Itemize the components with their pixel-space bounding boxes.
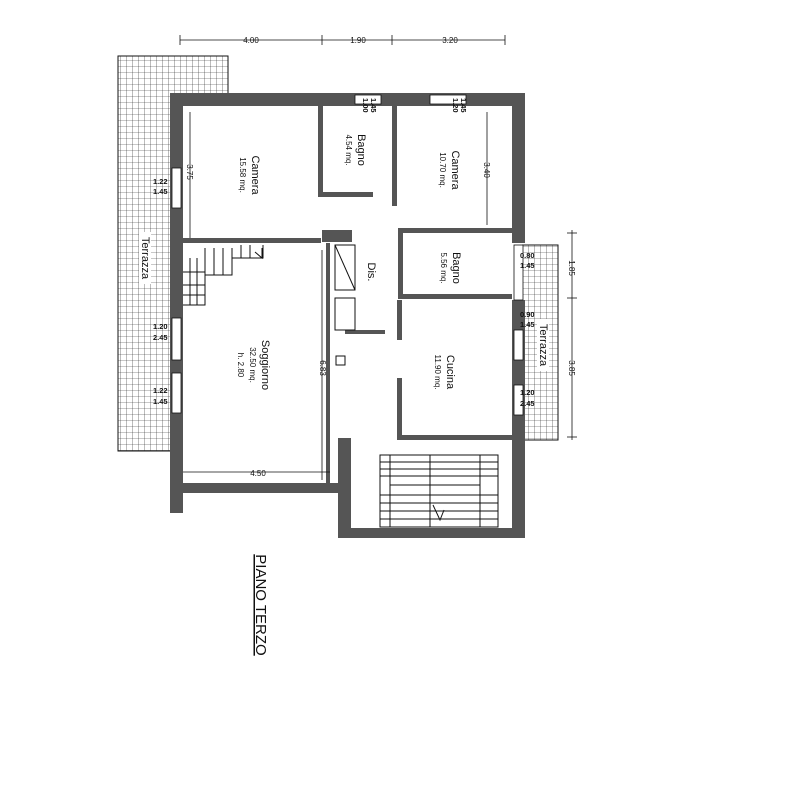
stairwell [379, 454, 499, 528]
svg-text:32.50 mq.: 32.50 mq. [248, 347, 257, 383]
svg-text:5.56 mq.: 5.56 mq. [439, 252, 448, 283]
svg-text:15.58 mq.: 15.58 mq. [238, 157, 247, 193]
internal-stair [183, 245, 264, 306]
dim-top-2: 1.90 [350, 36, 366, 45]
svg-text:1.45: 1.45 [520, 320, 535, 329]
window-labels: 1.00 1.45 1.20 1.45 1.22 1.45 1.20 2.45 … [153, 98, 535, 408]
svg-text:Terrazza: Terrazza [537, 324, 549, 367]
svg-text:Bagno: Bagno [450, 252, 462, 284]
svg-text:PIANO TERZO: PIANO TERZO [252, 554, 269, 655]
svg-text:Bagno: Bagno [355, 134, 367, 166]
svg-text:4.54 mq.: 4.54 mq. [344, 134, 353, 165]
dim-right-1: 1.85 [567, 260, 576, 276]
room-dis: Dis. [365, 263, 377, 282]
svg-text:Soggiorno: Soggiorno [259, 340, 271, 390]
terrace-right-label: Terrazza [537, 319, 549, 371]
plan-title: PIANO TERZO [252, 554, 269, 655]
svg-text:Terrazza: Terrazza [139, 237, 151, 280]
room-camera-2: Camera 10.70 mq. [438, 150, 461, 190]
svg-text:1.22: 1.22 [153, 386, 168, 395]
svg-text:1.20: 1.20 [520, 388, 535, 397]
svg-text:0.90: 0.90 [520, 310, 535, 319]
svg-text:0.80: 0.80 [520, 251, 535, 260]
room-bagno-2: Bagno 5.56 mq. [439, 252, 462, 284]
room-bagno-1: Bagno 4.54 mq. [344, 134, 367, 166]
svg-text:10.70 mq.: 10.70 mq. [438, 152, 447, 188]
svg-text:1.45: 1.45 [369, 98, 378, 113]
svg-text:1.45: 1.45 [459, 98, 468, 113]
dim-soggiorno-width: 4.50 [250, 469, 266, 478]
svg-text:Dis.: Dis. [365, 263, 377, 282]
svg-text:1.45: 1.45 [153, 187, 168, 196]
svg-text:2.45: 2.45 [153, 333, 168, 342]
dim-top-1: 4.00 [243, 36, 259, 45]
svg-text:2.45: 2.45 [520, 399, 535, 408]
svg-text:1.20: 1.20 [451, 98, 460, 113]
room-camera-1: Camera 15.58 mq. [238, 155, 261, 195]
dim-right-2: 3.85 [567, 360, 576, 376]
window-openings [171, 94, 524, 416]
dimension-lines [179, 35, 577, 480]
room-cucina: Cucina 11.90 mq. [433, 355, 456, 390]
svg-text:1.45: 1.45 [520, 261, 535, 270]
dim-camera1-depth: 3.75 [185, 164, 194, 180]
svg-text:1.00: 1.00 [361, 98, 370, 113]
room-soggiorno: Soggiorno 32.50 mq. h. 2.80 [236, 340, 271, 390]
stair-fill [340, 438, 525, 538]
svg-text:Camera: Camera [249, 155, 261, 195]
svg-text:1.22: 1.22 [153, 177, 168, 186]
interior-walls [183, 106, 512, 483]
svg-text:11.90 mq.: 11.90 mq. [433, 355, 442, 390]
svg-text:Camera: Camera [449, 150, 461, 190]
dim-soggiorno-depth: 6.83 [318, 360, 327, 376]
svg-text:1.45: 1.45 [153, 397, 168, 406]
dim-top-3: 3.20 [442, 36, 458, 45]
terrace-left-label: Terrazza [139, 232, 151, 284]
svg-text:1.20: 1.20 [153, 322, 168, 331]
dim-camera2-depth: 3.40 [482, 162, 491, 178]
svg-text:Cucina: Cucina [444, 355, 456, 390]
svg-text:h. 2.80: h. 2.80 [236, 353, 245, 378]
closets [334, 244, 356, 366]
